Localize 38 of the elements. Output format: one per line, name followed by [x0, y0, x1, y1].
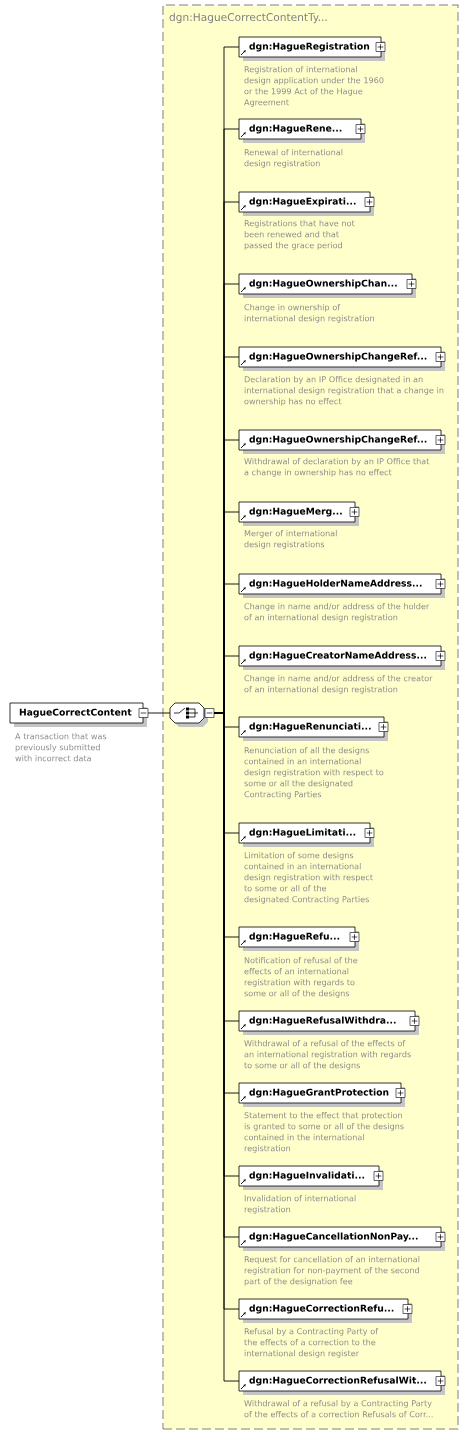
element-box: dgn:HagueOwnershipChangeRef... — [238, 346, 445, 371]
element-box: dgn:HagueExpirati... — [238, 191, 374, 216]
element-box: dgn:HagueInvalidati... — [238, 1165, 383, 1190]
description-text: Change in ownership of international design registration — [244, 304, 374, 323]
connector-line — [147, 712, 171, 714]
element-box: dgn:HagueRenunciati... — [238, 716, 388, 741]
element-box: dgn:HagueCorrectionRefusalWit... — [238, 1370, 445, 1395]
description-text: Registrations that have not been renewed and that passed the grace period — [244, 220, 355, 250]
element-box: dgn:HagueHolderNameAddress... — [238, 573, 445, 598]
description-text: Merger of international design registrations — [244, 530, 337, 549]
description-text: Renewal of international design registration — [244, 149, 343, 168]
element-box: dgn:HagueOwnershipChangeRef... — [238, 429, 445, 454]
element-box: dgn:HagueRene... — [238, 118, 365, 143]
description-text: Limitation of some designs contained in an international design registration with respect to some or all of the designated Contracting Parties — [244, 852, 373, 904]
description-text: Registration of international design application under the 1960 or the 1999 Act of the Hague Agreement — [244, 66, 384, 107]
description-text: Invalidation of international registration — [244, 1195, 356, 1214]
description-text: Withdrawal of a refusal by a Contracting Party of the effects of a correction Refusals of Corr... — [244, 1400, 433, 1418]
description-text: Refusal by a Contracting Party of the effects of a correction to the international design register — [244, 1328, 379, 1358]
frame-title: dgn:HagueCorrectContentTy... — [169, 12, 327, 24]
element-box: dgn:HagueLimitati... — [238, 822, 374, 847]
description-text: Declaration by an IP Office designated in an international design registration that a change in ownership has no effect — [244, 376, 444, 406]
description-text: Notification of refusal of the effects of an international registration with regards to some or all of the designs — [244, 957, 358, 998]
description-text: Withdrawal of a refusal of the effects of an international registration with regards to some or all of the designs — [244, 1040, 411, 1070]
description-text: Change in name and/or address of the creator of an international design registration — [244, 675, 433, 694]
element-box: HagueCorrectContent — [9, 702, 147, 727]
description-text: Change in name and/or address of the holder of an international design registration — [244, 603, 430, 622]
description-text: Statement to the effect that protection is granted to some or all of the designs contained in the international registration — [244, 1112, 404, 1153]
element-box: dgn:HagueCancellationNonPay... — [238, 1226, 445, 1251]
element-box: dgn:HagueRegistration — [238, 36, 385, 61]
description-text: Withdrawal of declaration by an IP Office that a change in ownership has no effect — [244, 458, 430, 477]
description-text: Request for cancellation of an international registration for non-payment of the second part of the designation fee — [244, 1256, 420, 1286]
element-box: dgn:HagueCreatorNameAddress... — [238, 645, 445, 670]
description-text: A transaction that was previously submitted with incorrect data — [15, 733, 107, 762]
element-box: dgn:HagueCorrectionRefu... — [238, 1298, 412, 1323]
element-box: dgn:HagueOwnershipChan... — [238, 273, 416, 298]
element-box: dgn:HagueRefusalWithdra... — [238, 1010, 419, 1035]
element-box: dgn:HagueGrantProtection — [238, 1082, 405, 1107]
description-text: Renunciation of all the designs contained in an international design registration with respect to some or all the designated Contracting Parties — [244, 747, 384, 799]
